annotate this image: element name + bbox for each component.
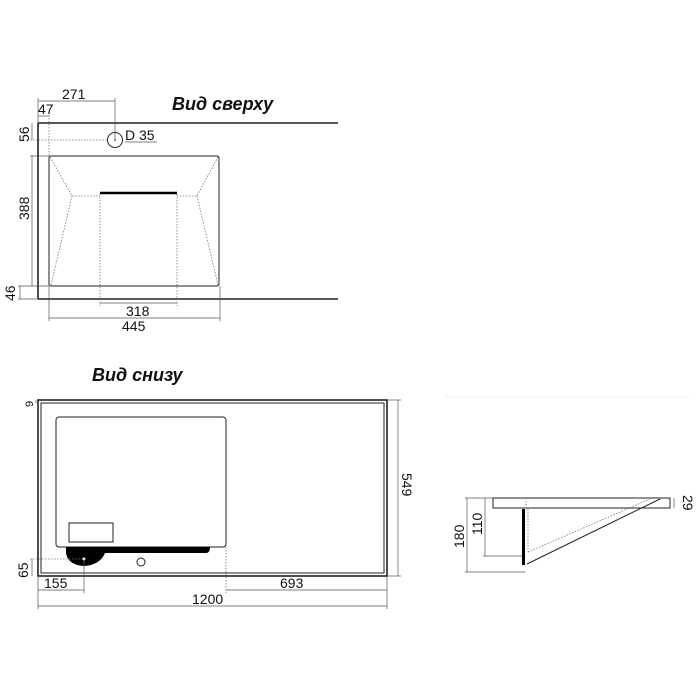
side-view: 29 180 110 [445, 396, 696, 573]
dim-1200: 1200 [192, 591, 223, 607]
bracket-strut [526, 498, 661, 565]
sink-bowl [55, 416, 227, 548]
bracket-strut-inner [527, 498, 651, 553]
dim-46: 46 [2, 285, 18, 301]
counter-inner-edge [40, 402, 385, 574]
top-view: Вид сверху D 35 271 47 56 388 4 [2, 86, 338, 334]
dim-271: 271 [62, 86, 86, 102]
dim-180: 180 [451, 524, 467, 548]
dim-65: 65 [15, 562, 31, 578]
dim-445: 445 [122, 318, 146, 334]
counter-outline [37, 399, 388, 577]
sink-slope-right [177, 156, 219, 197]
bottom-view-title: Вид снизу [92, 365, 183, 385]
bottom-view: Вид снизу 9 549 65 155 693 1200 [15, 365, 415, 609]
dim-56: 56 [16, 126, 32, 142]
sink-edge-right [196, 195, 219, 286]
dim-110: 110 [469, 512, 485, 535]
dim-388: 388 [16, 196, 32, 220]
hole-diameter-label: D 35 [125, 127, 155, 143]
top-view-title: Вид сверху [172, 94, 274, 114]
dim-9: 9 [24, 401, 36, 407]
drain-bracket [66, 547, 210, 566]
dim-318: 318 [126, 303, 150, 319]
sink-slope-left [49, 156, 100, 197]
dim-155: 155 [44, 575, 68, 591]
wall-bracket [522, 509, 525, 565]
dim-47: 47 [38, 101, 54, 117]
dim-29: 29 [680, 495, 696, 511]
mount-hole [136, 557, 146, 567]
label-plate [68, 522, 114, 543]
dim-693: 693 [280, 575, 304, 591]
countertop-profile [492, 497, 671, 509]
dim-549: 549 [399, 473, 415, 497]
sink-outline [48, 155, 220, 287]
sink-edge-left [50, 195, 73, 286]
